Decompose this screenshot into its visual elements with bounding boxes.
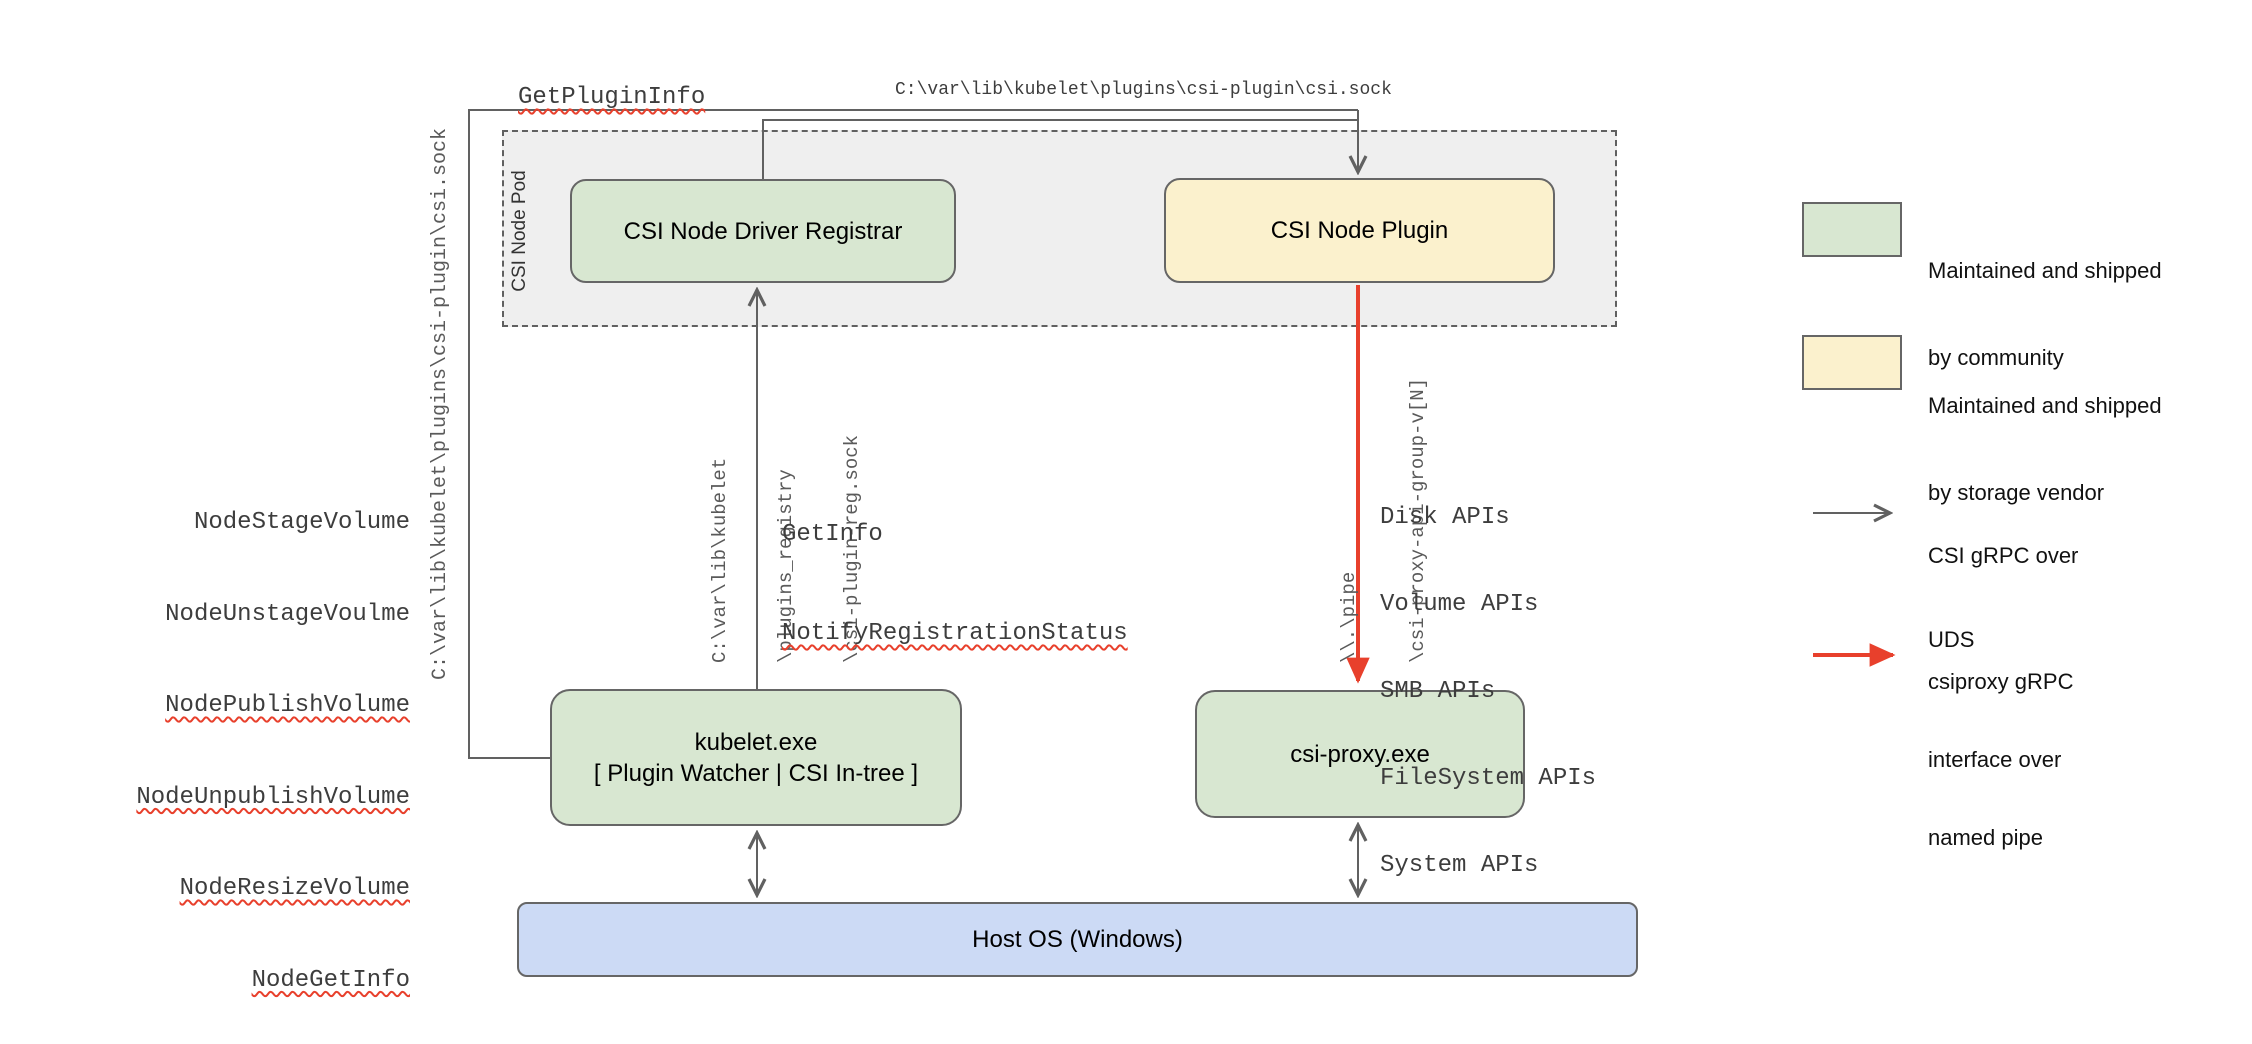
legend-line: Maintained and shipped [1928, 258, 2162, 283]
legend-line: named pipe [1928, 825, 2043, 850]
node-label-line2: [ Plugin Watcher | CSI In-tree ] [593, 759, 919, 787]
api-item: System APIs [1380, 852, 1539, 879]
label-notifyregistrationstatus: NotifyRegistrationStatus [782, 620, 1128, 647]
node-label: CSI Node Driver Registrar [623, 217, 903, 245]
legend-line: csiproxy gRPC [1928, 669, 2074, 694]
legend-line: by storage vendor [1928, 480, 2105, 505]
rpc-item: NodeUnstageVoulme [165, 600, 410, 628]
legend-namedpipe-text: csiproxy gRPC interface over named pipe [1928, 617, 2073, 903]
api-item: SMB APIs [1380, 678, 1496, 705]
label-csi-sock-path-vertical: C:\var\lib\kubelet\plugins\csi-plugin\cs… [429, 127, 452, 681]
legend-line: by community [1928, 345, 2064, 370]
node-host-os: Host OS (Windows) [517, 902, 1638, 977]
node-label: CSI Node Plugin [1270, 217, 1449, 244]
node-label-line1: kubelet.exe [694, 728, 818, 756]
node-csi-node-driver-registrar: CSI Node Driver Registrar [570, 179, 956, 283]
label-csi-node-pod: CSI Node Pod [509, 170, 530, 292]
api-item: Disk APIs [1380, 504, 1510, 531]
label-plugin-reg-sock: C:\var\lib\kubelet \plugins_registry \cs… [665, 423, 863, 663]
rpc-item: NodeStageVolume [193, 509, 410, 536]
node-rpc-list: NodeStageVolume NodeUnstageVoulme NodePu… [60, 447, 410, 1044]
legend-line: Maintained and shipped [1928, 393, 2162, 418]
label-csi-sock-path-top: C:\var\lib\kubelet\plugins\csi-plugin\cs… [895, 80, 1392, 100]
legend-vendor-text: Maintained and shipped by storage vendor [1928, 333, 2162, 565]
legend-line: UDS [1928, 627, 1975, 652]
node-csi-node-plugin: CSI Node Plugin [1164, 178, 1555, 283]
label-named-pipe: \\.\pipe \csi-proxy-api-group-v[N] [1292, 363, 1429, 663]
legend-line: interface over [1928, 747, 2062, 772]
api-item: Volume APIs [1380, 591, 1539, 618]
rpc-item: NodeUnpublishVolume [136, 783, 410, 811]
legend-swatch-community [1802, 202, 1902, 257]
node-label: Host OS (Windows) [972, 926, 1183, 953]
label-line: C:\var\lib\kubelet [709, 457, 731, 663]
legend-uds-text: CSI gRPC over UDS [1928, 486, 2078, 710]
label-getplugininfo: GetPluginInfo [518, 84, 706, 111]
label-getinfo: GetInfo [782, 521, 883, 548]
rpc-item: NodeGetInfo [251, 966, 410, 994]
legend-community-text: Maintained and shipped by community [1928, 198, 2162, 430]
rpc-item: NodeResizeVolume [179, 875, 410, 902]
legend-swatch-vendor [1802, 335, 1902, 390]
legend-line: CSI gRPC over [1928, 543, 2079, 568]
csi-proxy-api-list: Disk APIs Volume APIs SMB APIs FileSyste… [1380, 445, 1596, 938]
api-item: FileSystem APIs [1380, 765, 1597, 792]
registration-rpc-labels: GetInfo NotifyRegistrationStatus [782, 452, 1128, 716]
label-line: \\.\pipe [1338, 571, 1360, 663]
rpc-item: NodePublishVolume [165, 692, 410, 719]
